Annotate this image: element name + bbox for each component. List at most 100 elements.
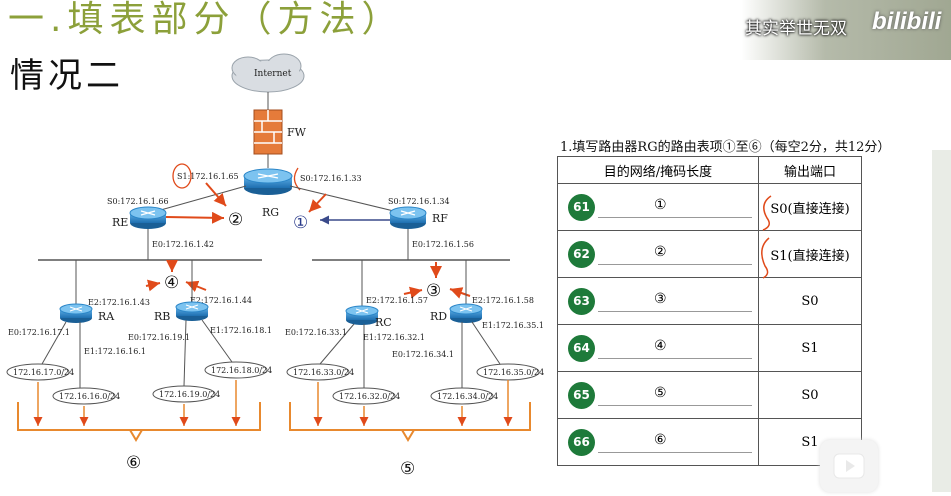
routing-table: 目的网络/掩码长度 输出端口 61 ① S0(直接连接) 62 ② S1(直接连…: [557, 156, 862, 466]
question-number-badge: 62: [568, 241, 595, 268]
slide-subtitle: 情况二: [10, 56, 124, 96]
destination-cell[interactable]: 65 ⑤: [557, 371, 759, 419]
item-marker: ⑤: [654, 385, 667, 401]
destination-cell[interactable]: 61 ①: [557, 183, 759, 231]
item-marker: ①: [654, 197, 667, 213]
port-cell: S1: [758, 324, 862, 372]
ra-e2-label: E2:172.16.1.43: [88, 298, 150, 307]
table-row: 61 ① S0(直接连接): [557, 183, 862, 231]
rf-s0-label: S0:172.16.1.34: [388, 197, 450, 206]
router-rf-icon: [389, 206, 427, 229]
internet-label: Internet: [254, 69, 292, 79]
network-32-label: 172.16.32.0/24: [339, 392, 400, 401]
rf-e0-label: E0:172.16.1.56: [412, 240, 474, 249]
table-row: 63 ③ S0: [557, 277, 862, 325]
right-brace-icon: [289, 380, 531, 442]
re-s0-label: S0:172.16.1.66: [107, 197, 169, 206]
router-rb-icon: [175, 301, 209, 321]
router-rc-label: RC: [375, 316, 392, 329]
question-text: 1.填写路由器RG的路由表项①至⑥（每空2分，共12分）: [560, 140, 891, 155]
network-16-label: 172.16.16.0/24: [59, 392, 120, 401]
router-ra-label: RA: [98, 310, 115, 323]
router-rg-label: RG: [262, 206, 279, 219]
rc-e2-label: E2:172.16.1.57: [366, 296, 428, 305]
router-re-label: RE: [112, 216, 128, 229]
rg-s0-label: S0:172.16.1.33: [300, 174, 362, 183]
rb-e0-label: E0:172.16.19.1: [128, 333, 190, 342]
rc-e1-label: E1:172.16.32.1: [363, 333, 425, 342]
rd-e1-label: E1:172.16.35.1: [482, 321, 544, 330]
router-rf-label: RF: [432, 212, 448, 225]
firewall-icon: [253, 109, 283, 155]
question-number-badge: 61: [568, 194, 595, 221]
video-overlay-gradient: [741, 0, 951, 60]
rc-e0-label: E0:172.16.33.1: [285, 328, 347, 337]
network-17-label: 172.16.17.0/24: [13, 368, 74, 377]
table-header-row: 目的网络/掩码长度 输出端口: [557, 156, 862, 184]
item-marker: ⑥: [654, 432, 667, 448]
destination-cell[interactable]: 66 ⑥: [557, 418, 759, 466]
video-caption: 其实举世无双: [745, 19, 847, 38]
question-number-badge: 63: [568, 288, 595, 315]
answer-blank: [598, 264, 752, 265]
header-destination: 目的网络/掩码长度: [557, 156, 759, 184]
firewall-label: FW: [287, 126, 307, 139]
question-number-badge: 65: [568, 382, 595, 409]
marker-4: ④: [164, 273, 179, 293]
re-e0-label: E0:172.16.1.42: [152, 240, 214, 249]
table-row: 64 ④ S1: [557, 324, 862, 372]
play-icon: [833, 453, 865, 479]
s1-highlight-circle: [172, 163, 192, 189]
destination-cell[interactable]: 64 ④: [557, 324, 759, 372]
network-35-label: 172.16.35.0/24: [483, 368, 544, 377]
ra-e0-label: E0:172.16.17.1: [8, 328, 70, 337]
question-number-badge: 64: [568, 335, 595, 362]
destination-cell[interactable]: 63 ③: [557, 277, 759, 325]
play-button[interactable]: [820, 440, 878, 492]
table-row: 62 ② S1(直接连接): [557, 230, 862, 278]
rb-e1-label: E1:172.16.18.1: [210, 326, 272, 335]
router-ra-icon: [59, 303, 93, 323]
answer-blank: [598, 358, 752, 359]
item-marker: ④: [654, 338, 667, 354]
header-port: 输出端口: [758, 156, 862, 184]
port-cell: S1(直接连接): [758, 230, 862, 278]
marker-1: ①: [293, 213, 308, 233]
router-rg-icon: [243, 168, 293, 195]
question-number-badge: 66: [568, 429, 595, 456]
router-rd-label: RD: [430, 310, 447, 323]
left-brace-icon: [17, 380, 261, 442]
marker-2: ②: [228, 210, 243, 230]
marker-3: ③: [426, 281, 441, 301]
rb-e2-label: E2:172.16.1.44: [190, 296, 252, 305]
item-marker: ②: [654, 244, 667, 260]
port-cell: S0(直接连接): [758, 183, 862, 231]
marker-5: ⑤: [400, 459, 415, 479]
router-rc-icon: [345, 305, 379, 325]
port-cell: S0: [758, 371, 862, 419]
destination-cell[interactable]: 62 ②: [557, 230, 759, 278]
marker-6: ⑥: [126, 453, 141, 473]
answer-blank: [598, 405, 752, 406]
internet-cloud-icon: [231, 53, 305, 93]
rg-s1-label: S1:172.16.1.65: [177, 172, 239, 181]
edge-shade: [932, 150, 951, 492]
table-row: 66 ⑥ S1: [557, 418, 862, 466]
network-19-label: 172.16.19.0/24: [159, 390, 220, 399]
network-18-label: 172.16.18.0/24: [211, 366, 272, 375]
port-cell: S0: [758, 277, 862, 325]
answer-blank: [598, 452, 752, 453]
slide-title: 一.填表部分（方法）: [8, 0, 404, 40]
answer-blank: [598, 217, 752, 218]
item-marker: ③: [654, 291, 667, 307]
network-33-label: 172.16.33.0/24: [293, 368, 354, 377]
ra-e1-label: E1:172.16.16.1: [84, 347, 146, 356]
network-34-label: 172.16.34.0/24: [437, 392, 498, 401]
answer-blank: [598, 311, 752, 312]
router-re-icon: [129, 206, 167, 229]
router-rb-label: RB: [154, 310, 170, 323]
router-rd-icon: [449, 303, 483, 323]
rd-e0-label: E0:172.16.34.1: [392, 350, 454, 359]
bilibili-logo: bilibili: [872, 8, 942, 35]
handwritten-marks: [761, 195, 772, 279]
